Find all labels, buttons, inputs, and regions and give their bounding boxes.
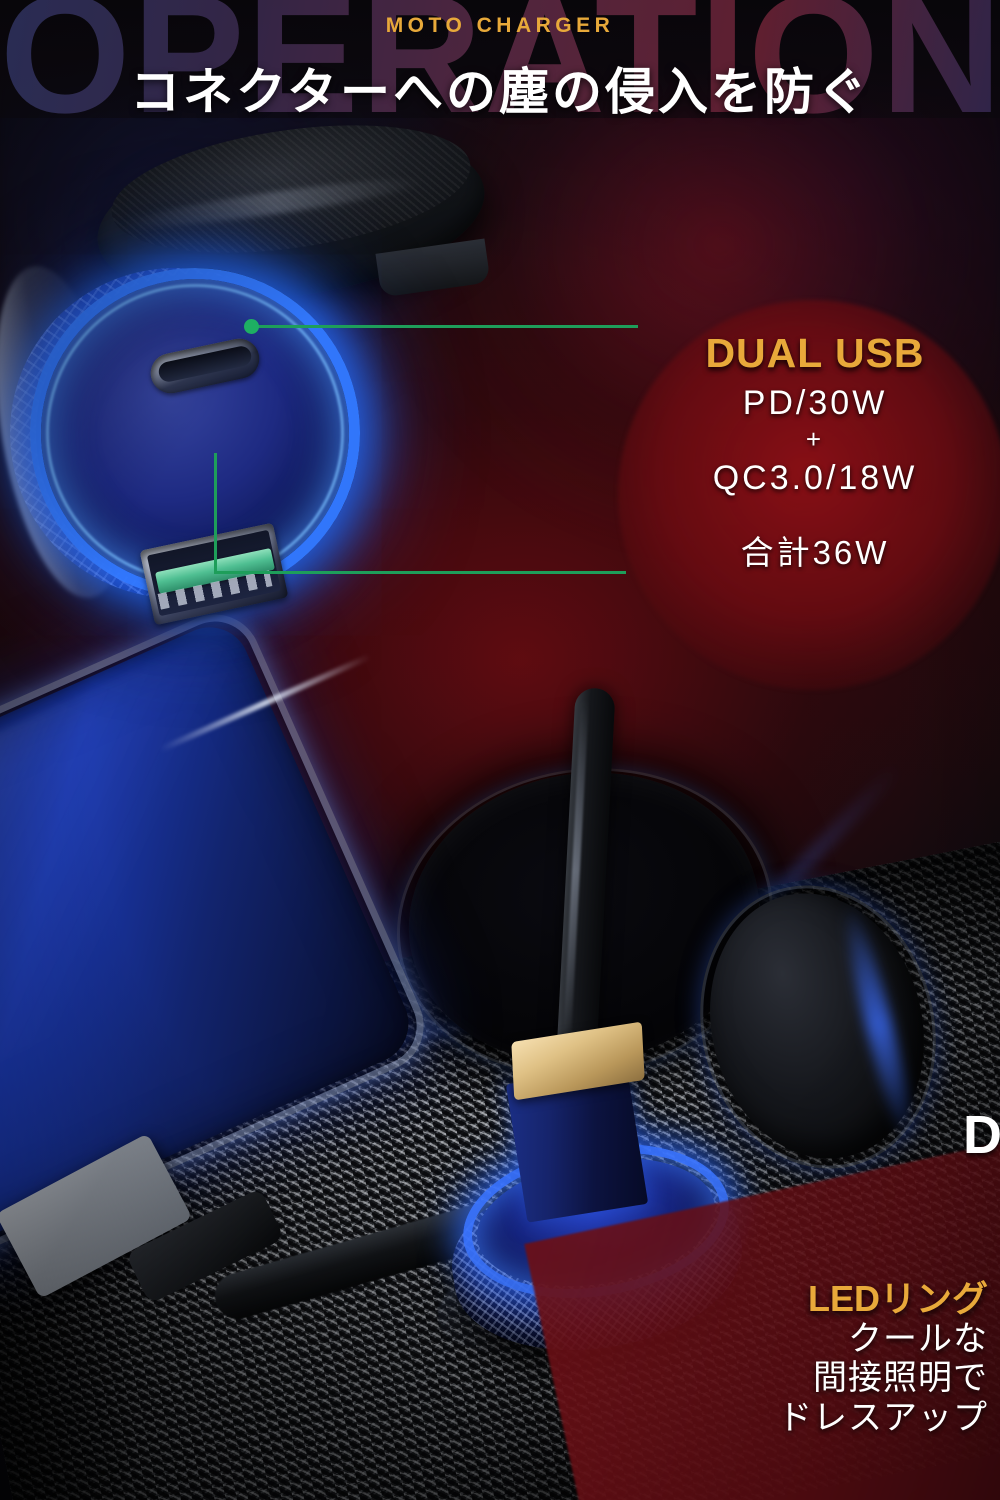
led-caption-line-2: 間接照明で [813, 1359, 988, 1398]
dual-usb-spec-pd: PD/30W [742, 384, 888, 422]
dual-usb-spec-qc: QC3.0/18W [712, 459, 918, 498]
leader-dot-usb-c [244, 319, 259, 334]
led-ring-caption: LEDリング クールな 間接照明で ドレスアップ [658, 1278, 988, 1438]
header-banner: OPERATION MOTO CHARGER コネクターへの塵の侵入を防ぐ [0, 0, 1000, 138]
led-caption-title: LEDリング [807, 1278, 988, 1319]
leader-line-usb-c [250, 325, 638, 328]
dual-usb-title: DUAL USB [705, 330, 925, 376]
partial-brand-letter: D [963, 1105, 1000, 1165]
header-subtitle: MOTO CHARGER [385, 14, 615, 37]
leader-line-usb-a-vertical [214, 453, 217, 574]
header-title: コネクターへの塵の侵入を防ぐ [130, 64, 870, 120]
callout-glow-circle [618, 300, 1000, 690]
leader-line-usb-a-horizontal [214, 571, 626, 574]
led-caption-line-1: クールな [848, 1319, 988, 1358]
hero-charger-assembly [0, 105, 560, 638]
dual-usb-plus-sign: + [805, 424, 825, 455]
dual-usb-total: 合計36W [740, 533, 890, 571]
dual-usb-callout: DUAL USB PD/30W + QC3.0/18W 合計36W [620, 330, 1000, 574]
led-caption-line-3: ドレスアップ [778, 1398, 988, 1437]
